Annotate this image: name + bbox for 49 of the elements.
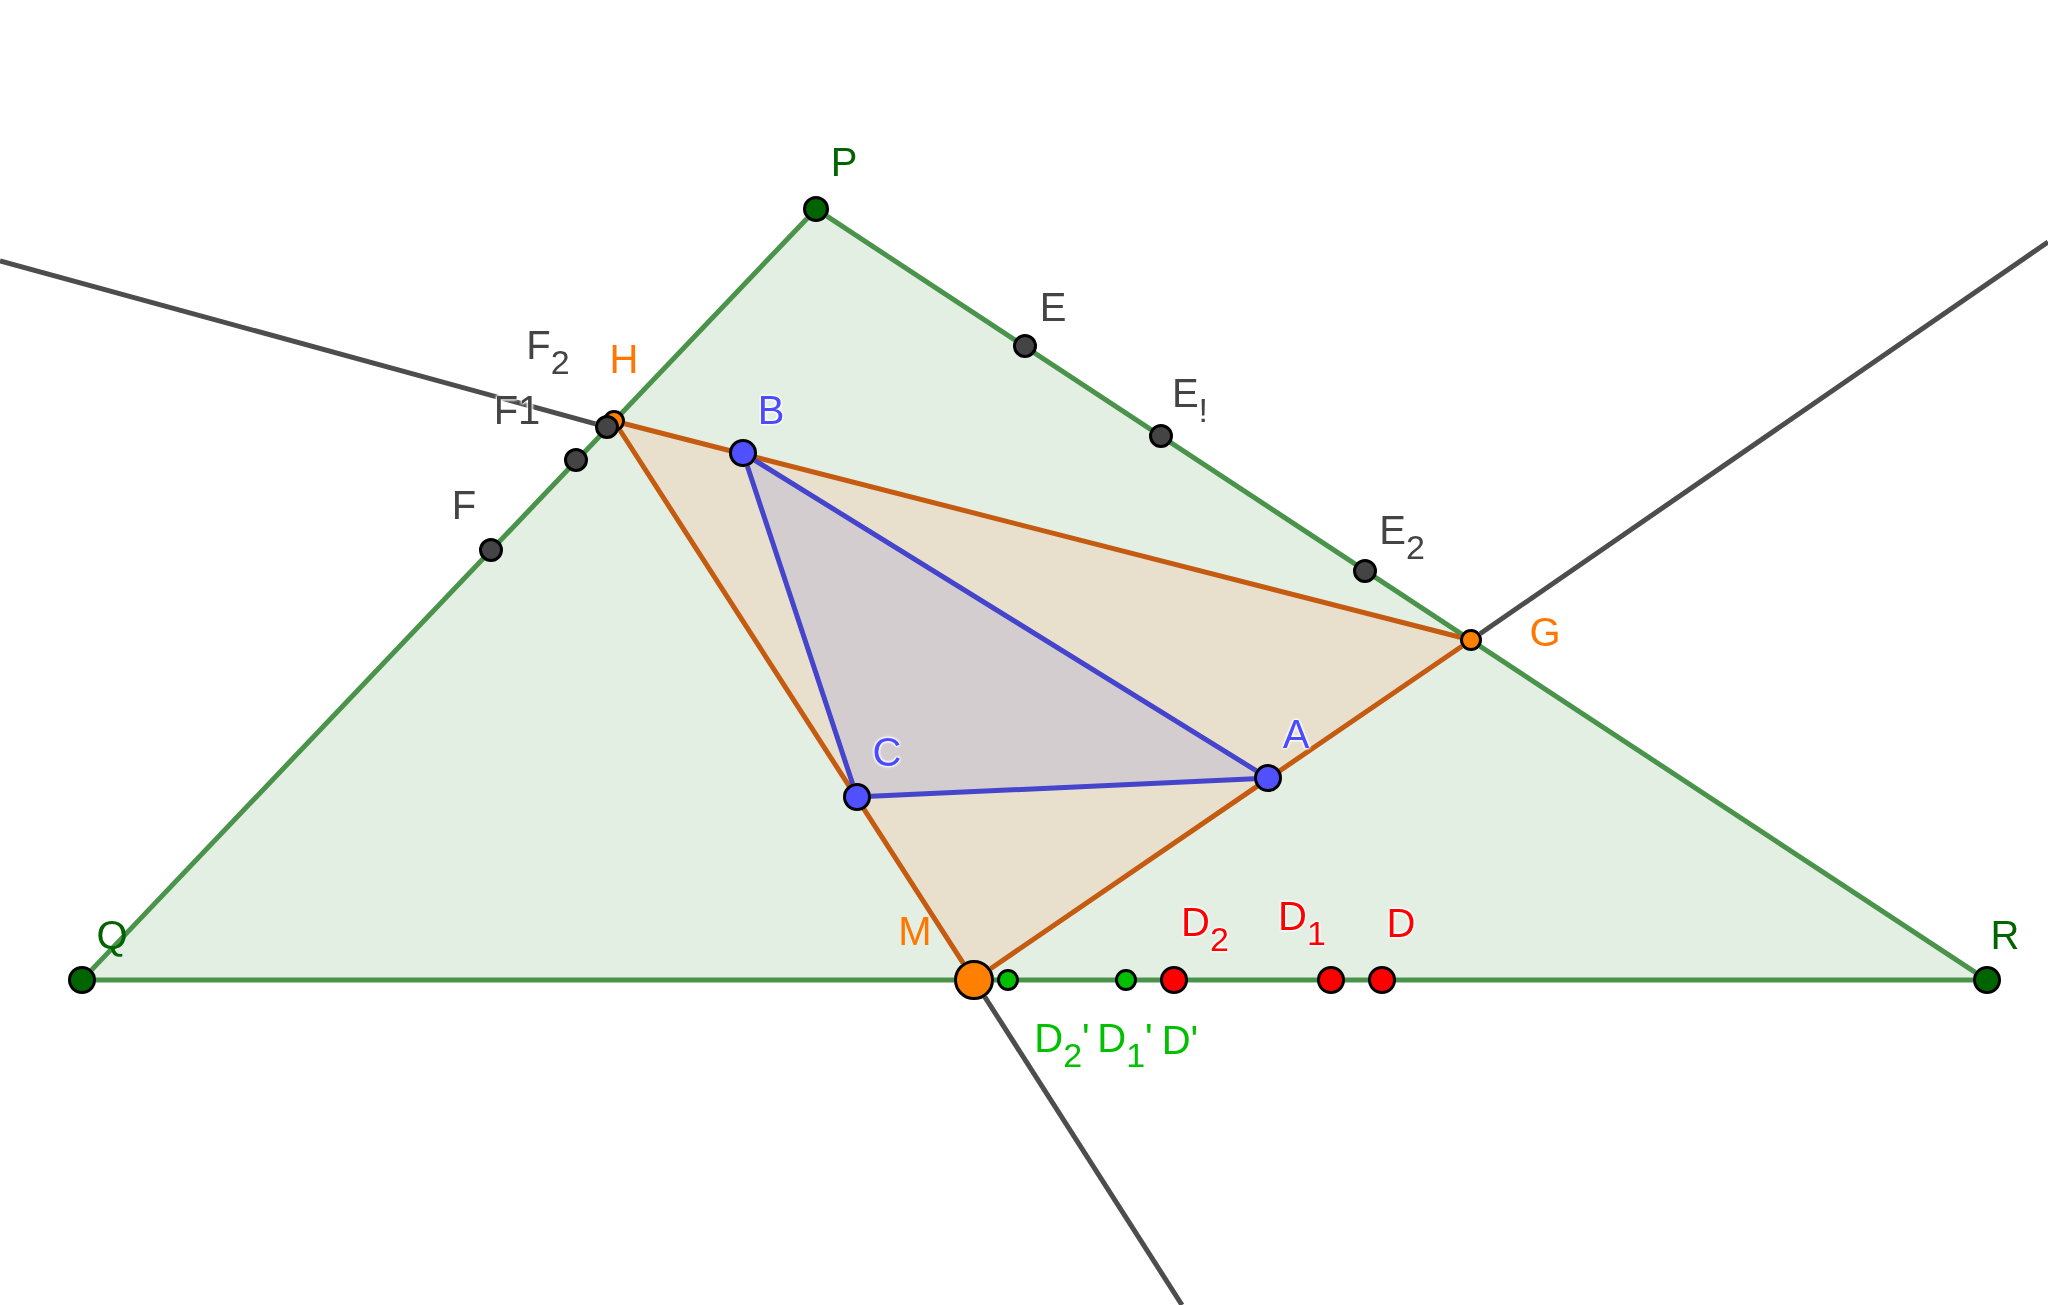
point-dot — [803, 196, 829, 222]
segment-line — [617, 428, 966, 965]
point-dot — [1160, 966, 1188, 994]
ray-line — [1478, 239, 2048, 636]
point-label: D$_{1}$' — [1097, 1017, 1153, 1073]
point-dot — [1460, 629, 1482, 651]
point-dot — [1149, 424, 1173, 448]
point-dot — [1353, 559, 1377, 583]
point-dot — [1317, 966, 1345, 994]
segment-line — [994, 977, 1973, 983]
point-label: C — [872, 732, 902, 772]
point-label: G — [1529, 612, 1561, 652]
segment-line — [89, 216, 809, 972]
segment-line — [870, 776, 1255, 799]
point-label: E$_{2}$ — [1379, 509, 1425, 565]
point-dot — [1368, 966, 1396, 994]
segment-line — [745, 465, 855, 785]
point-dot — [595, 415, 619, 439]
point-dot — [1973, 966, 2001, 994]
ray-line — [982, 995, 1185, 1305]
point-label: P — [830, 142, 858, 182]
point-label: D$_{2}$ — [1181, 901, 1229, 957]
point-dot — [68, 966, 96, 994]
point-label: B — [757, 390, 785, 430]
point-dot — [1013, 334, 1037, 358]
point-dot — [997, 969, 1019, 991]
point-label: M — [898, 911, 932, 951]
point-dot — [564, 448, 588, 472]
segment-line — [989, 644, 1464, 971]
point-label: H — [609, 339, 639, 379]
segment-line — [96, 977, 954, 983]
segment-line — [753, 458, 1258, 773]
point-label: A — [1282, 714, 1310, 754]
segment-line — [624, 421, 1461, 640]
point-dot — [479, 538, 503, 562]
point-label: D$_{2}$' — [1034, 1017, 1090, 1073]
point-label: Q — [96, 915, 128, 955]
point-label: D' — [1161, 1020, 1199, 1060]
point-dot — [1115, 969, 1137, 991]
point-label: R — [1990, 915, 2020, 955]
point-label: D — [1386, 903, 1416, 943]
point-label: D$_{1}$ — [1278, 895, 1326, 951]
point-label: F$_{2}$ — [526, 324, 570, 380]
point-label: E$_{!}$ — [1171, 372, 1209, 428]
segment-line — [825, 214, 1977, 975]
point-label: E — [1039, 287, 1067, 327]
ray-line — [0, 258, 597, 427]
point-label: F — [451, 485, 477, 525]
point-dot — [954, 960, 994, 1000]
